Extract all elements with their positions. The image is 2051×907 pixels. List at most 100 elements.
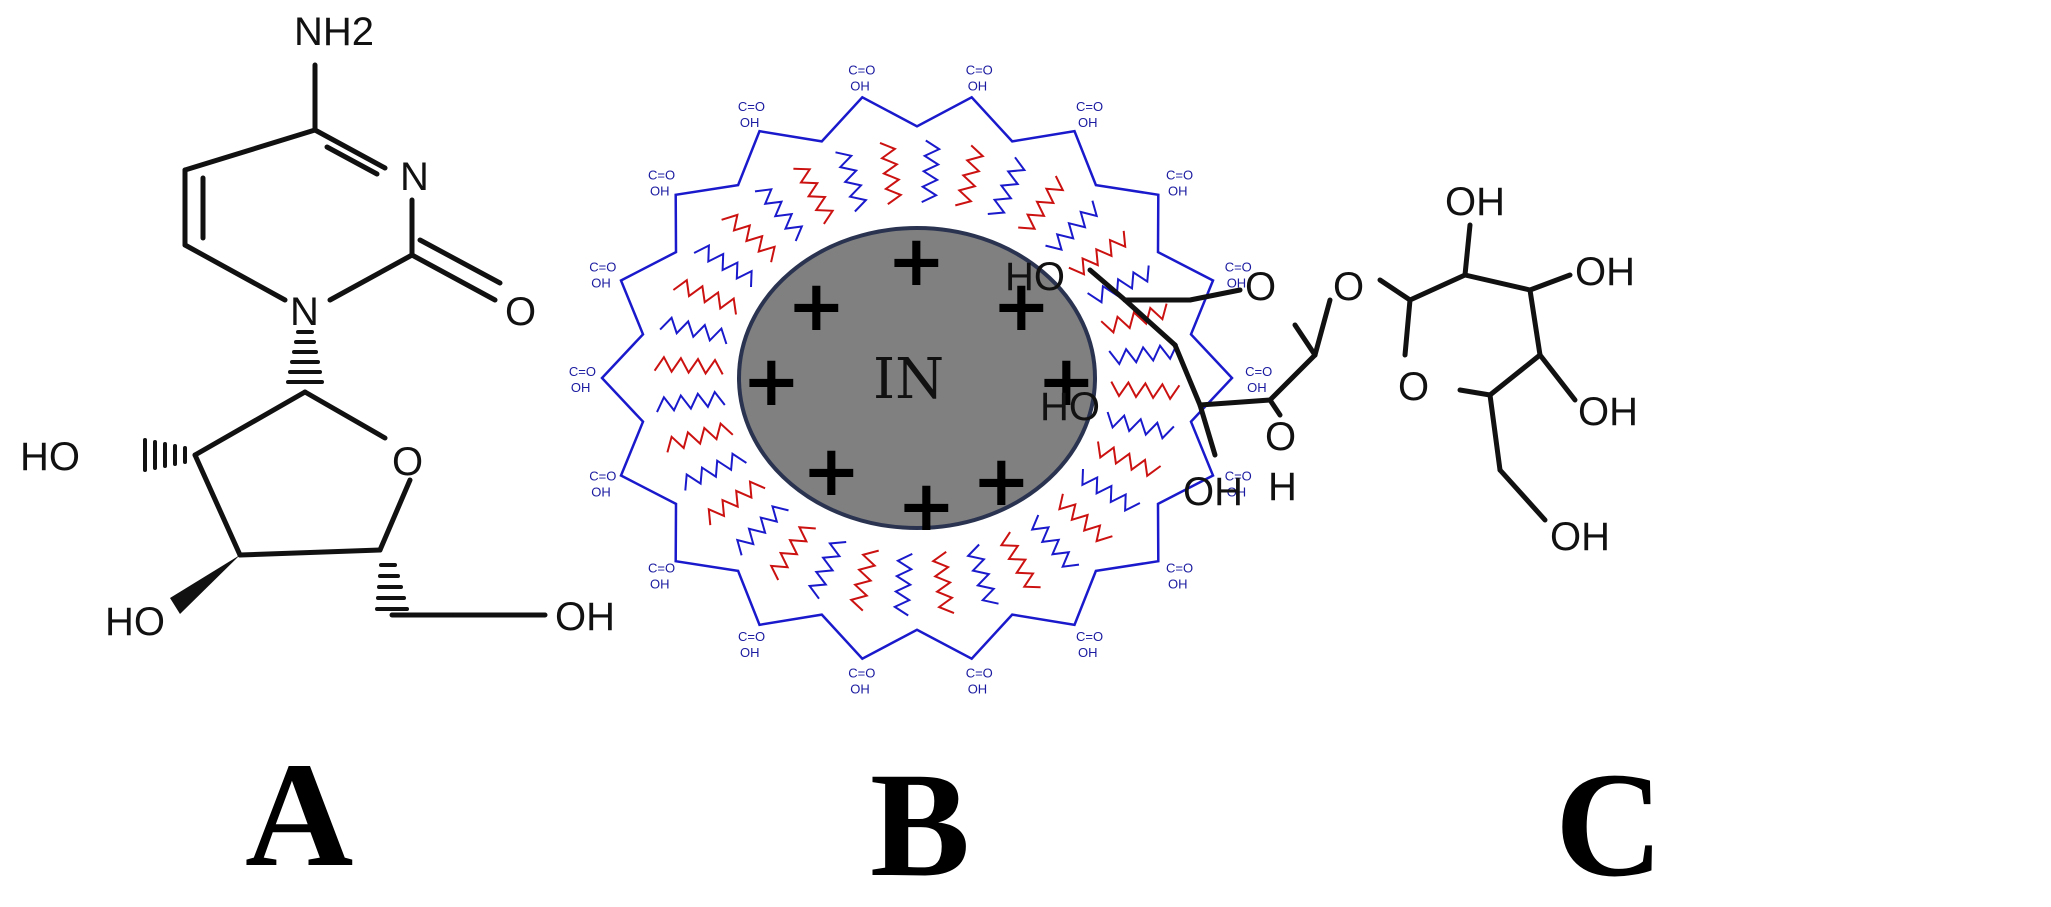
polymer-chain (1110, 380, 1181, 401)
bond-l-c3-c2 (1197, 397, 1273, 408)
polymer-chain (659, 315, 728, 345)
polymer-chain (1058, 493, 1113, 543)
carbonyl-label: C=O (589, 259, 616, 274)
surface-carboxyl-groups: C=OOHC=OOHC=OOHC=OOHC=OOHC=OOHC=OOHC=OOH… (569, 63, 1272, 697)
carbonyl-label: C=O (1225, 469, 1252, 484)
atom-oh-3: HO (105, 600, 165, 644)
polymer-chain (1081, 468, 1141, 513)
hydroxyl-label: OH (1078, 115, 1098, 130)
carbonyl-label: C=O (1166, 167, 1193, 182)
wedge-bond-c3-oh (170, 555, 240, 614)
polymer-chain (931, 550, 955, 615)
polymer-chain (666, 421, 734, 453)
bond-n1-c6 (182, 242, 288, 303)
hydroxyl-label: OH (571, 380, 591, 395)
hydroxyl-label: OH (968, 681, 988, 696)
atom-oh-right-ch2: OH (1550, 515, 1610, 559)
hashed-bond-c4-ch2 (375, 563, 409, 611)
polymer-chain (1108, 343, 1178, 366)
structure-b: C=OOHC=OOHC=OOHC=OOHC=OOHC=OOHC=OOHC=OOH… (569, 63, 1272, 697)
bond-c1-o4 (302, 389, 388, 441)
polymer-chain (793, 167, 835, 225)
bond-c2-c1 (192, 389, 308, 458)
bond-c4-c3 (237, 547, 383, 558)
hydroxyl-label: OH (1078, 645, 1098, 660)
carbonyl-label: C=O (1076, 629, 1103, 644)
charge-symbol: + (992, 265, 1051, 347)
structure-c (1087, 222, 1578, 523)
hydroxyl-label: OH (650, 577, 670, 592)
bond-l-c5-c4 (1122, 297, 1178, 348)
polymer-chain (653, 355, 724, 376)
atom-labels-c: O O O HO HO OH O H OH OH OH OH (1005, 180, 1638, 559)
bond-l-o-c5 (1187, 287, 1243, 303)
polymer-chain (999, 531, 1041, 589)
polymer-chain (707, 480, 766, 526)
polymer-chain (879, 141, 903, 206)
charge-symbol: + (787, 265, 846, 347)
polymer-chain (1087, 265, 1150, 304)
hashed-bond-n1-c1 (286, 330, 324, 384)
carbonyl-label: C=O (848, 665, 875, 680)
polymer-shell (600, 95, 1234, 661)
panel-label-a: A (245, 732, 353, 898)
atom-right-ring-o: O (1398, 365, 1429, 409)
charge-symbol: + (897, 465, 956, 547)
charge-symbol: + (802, 430, 861, 512)
carbonyl-label: C=O (589, 469, 616, 484)
polymer-chain (754, 188, 804, 242)
polymer-chain (672, 278, 737, 315)
bond-r-c2-oh (1462, 222, 1473, 278)
carbonyl-label: C=O (1245, 364, 1272, 379)
bond-r-c5-ch2 (1487, 392, 1503, 473)
bond-r-c2-c3 (1462, 272, 1533, 293)
atom-labels-a: NH2 N O N O HO HO OH (20, 10, 615, 644)
core-label: IN (873, 347, 944, 412)
bond-r-c4-c5 (1487, 352, 1543, 398)
bond-c2-o (409, 252, 498, 303)
polymer-chain (966, 543, 999, 605)
atom-oh-left-c2-h: H (1268, 465, 1297, 509)
polymer-chain (987, 156, 1027, 215)
hydroxyl-label: OH (1168, 577, 1188, 592)
atom-oh-left-ch2: HO (1005, 255, 1065, 299)
polymer-chain (693, 243, 753, 288)
polymer-chain (721, 213, 776, 263)
polymer-chain (1100, 303, 1168, 335)
hydroxyl-label: OH (850, 681, 870, 696)
atom-oh-right-top: OH (1445, 180, 1505, 224)
bond-c3-c2 (192, 452, 243, 558)
atom-oh-left-c2-o: O (1265, 415, 1296, 459)
atom-oh-left-c4: HO (1040, 385, 1100, 429)
atom-oh-left-c3: OH (1183, 470, 1243, 514)
bond-c2-n1 (327, 252, 415, 303)
bond-r-ch2-oh (1497, 467, 1548, 523)
atom-n1: N (290, 290, 319, 334)
carbonyl-label: C=O (848, 63, 875, 78)
hydroxyl-label: OH (740, 645, 760, 660)
bond-c4-n3-double (324, 144, 380, 177)
charge-symbol: + (972, 440, 1031, 522)
polymer-chain (735, 505, 789, 556)
core-charges: ++++++++ (742, 220, 1096, 547)
bond-c5-c4 (182, 127, 318, 173)
carbonyl-label: C=O (966, 665, 993, 680)
nanoparticle-core (737, 226, 1097, 530)
surface-chains (653, 139, 1181, 617)
polymer-chain (835, 151, 868, 213)
bond-l-c3-oh (1197, 402, 1218, 458)
bond-c4-n3 (312, 127, 388, 171)
atom-oh-5: OH (555, 595, 615, 639)
bond-r-c5-o (1457, 387, 1493, 398)
hydroxyl-label: OH (591, 275, 611, 290)
bond-l-ch2-ho (1087, 267, 1128, 303)
charge-symbol: + (1037, 340, 1096, 422)
bond-l-c2-oh (1267, 397, 1283, 418)
atom-nh2: NH2 (294, 10, 374, 54)
polymer-chain (769, 526, 816, 581)
atom-o2: O (505, 290, 536, 334)
carbonyl-label: C=O (738, 99, 765, 114)
charge-symbol: + (887, 220, 946, 302)
atom-left-ring-o: O (1245, 265, 1276, 309)
